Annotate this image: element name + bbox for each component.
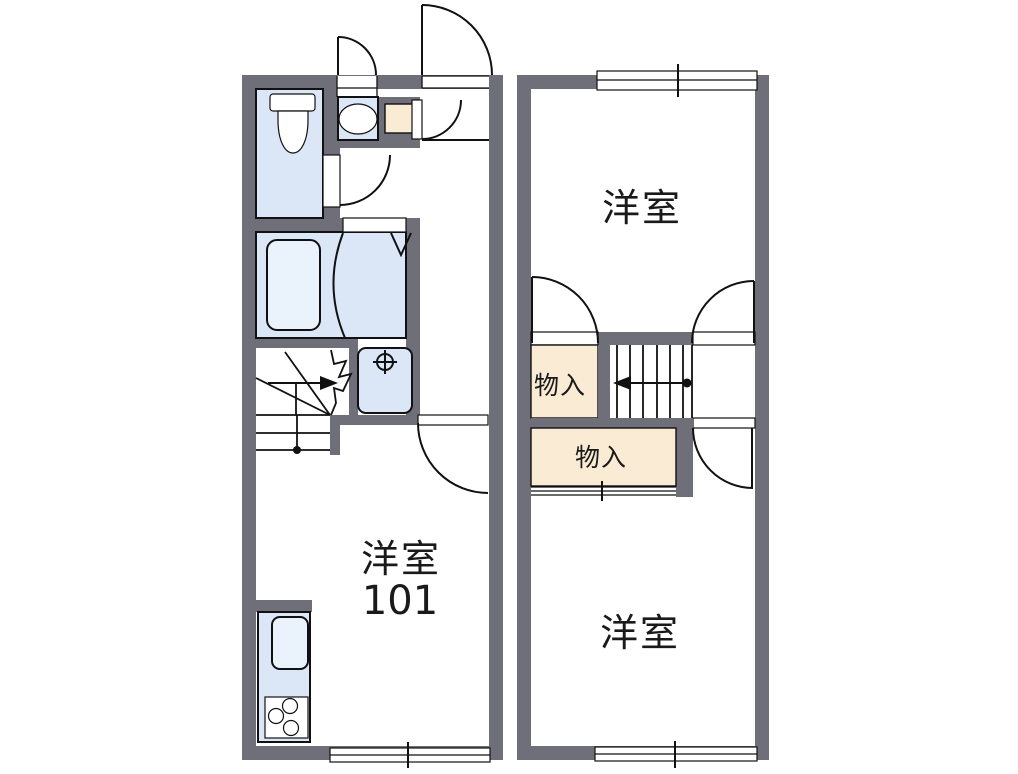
kitchen-unit [257, 611, 311, 743]
closet-sliding-door-icon [531, 481, 676, 501]
floor2-top-room-label: 洋室 [602, 186, 682, 230]
stairs-1f [255, 349, 353, 454]
floor2-plan [517, 64, 769, 768]
bathtub-icon [266, 239, 321, 331]
stairs-2f [613, 345, 693, 418]
bottom-room-door-icon [692, 427, 754, 489]
floor2-upper-closet-label: 物入 [534, 371, 586, 400]
kitchen-sink-icon [271, 616, 309, 670]
floor1-plan [242, 4, 503, 768]
floor1-room-number: 101 [362, 578, 438, 624]
service-door-swing-icon [337, 36, 377, 76]
washing-machine-space [357, 347, 413, 414]
labels: 洋室 物入 物入 洋室 洋室 101 [361, 186, 682, 655]
floor2-bottom-room-label: 洋室 [600, 611, 680, 655]
floor2-lower-closet-label: 物入 [575, 443, 627, 472]
bathroom-folding-door-icon [332, 217, 412, 339]
stove-icon [264, 696, 309, 739]
lower-closet [530, 427, 677, 501]
upper-closet [530, 344, 610, 419]
stairs-up-arrow-icon [268, 376, 338, 390]
toilet-icon [269, 93, 316, 154]
floor1-entrance-opening [421, 75, 489, 89]
floor1-service-door-opening [336, 76, 378, 97]
toilet-room [255, 88, 324, 219]
hall-door-icon [411, 99, 462, 140]
washbasin-room [337, 96, 379, 141]
top-room-left-door-icon [531, 276, 599, 344]
floor2-mid-wall [530, 331, 756, 346]
faucet-crosshair-icon [373, 350, 397, 374]
top-room-right-door-icon [691, 280, 755, 344]
floor2-lower-wall [531, 417, 756, 497]
washbasin-icon [338, 103, 378, 135]
bathroom [255, 217, 412, 339]
entrance-door-swing-icon [421, 4, 493, 76]
stair-break-line [330, 349, 353, 416]
floor1-window [329, 742, 491, 768]
floor2-top-window [596, 64, 758, 97]
floor2-bottom-window [594, 741, 758, 768]
room101-door-icon [417, 414, 489, 494]
floor1-room-label: 洋室 [361, 537, 441, 581]
stairs-down-arrow-icon [613, 376, 692, 390]
toilet-door-icon [322, 154, 391, 208]
entrance-pan [384, 103, 414, 134]
